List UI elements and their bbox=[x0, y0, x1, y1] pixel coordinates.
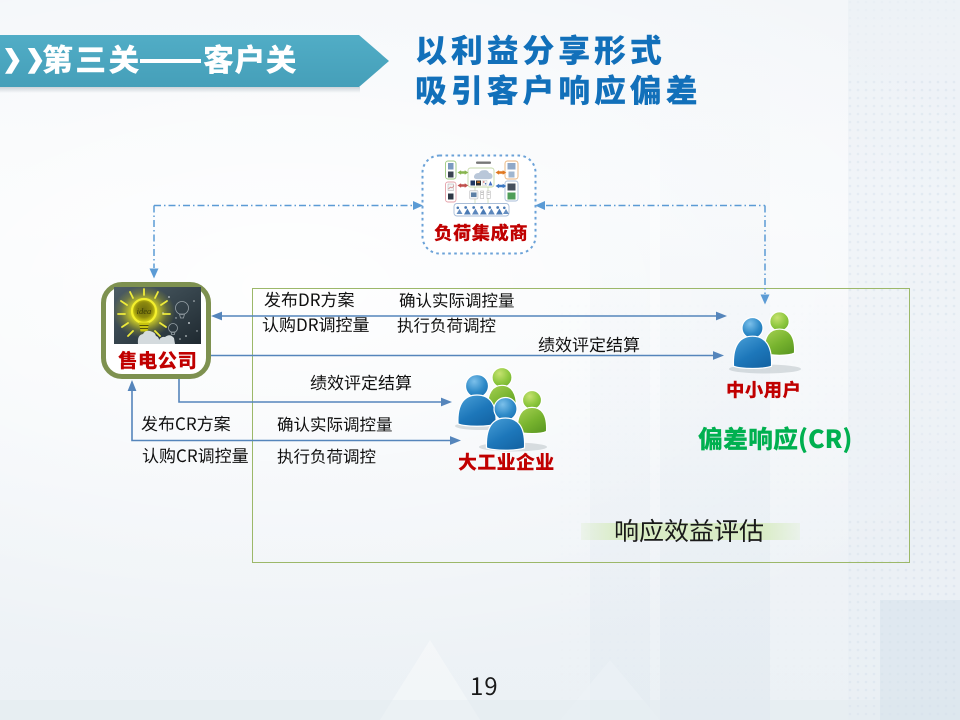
svg-text:idea: idea bbox=[137, 306, 152, 316]
